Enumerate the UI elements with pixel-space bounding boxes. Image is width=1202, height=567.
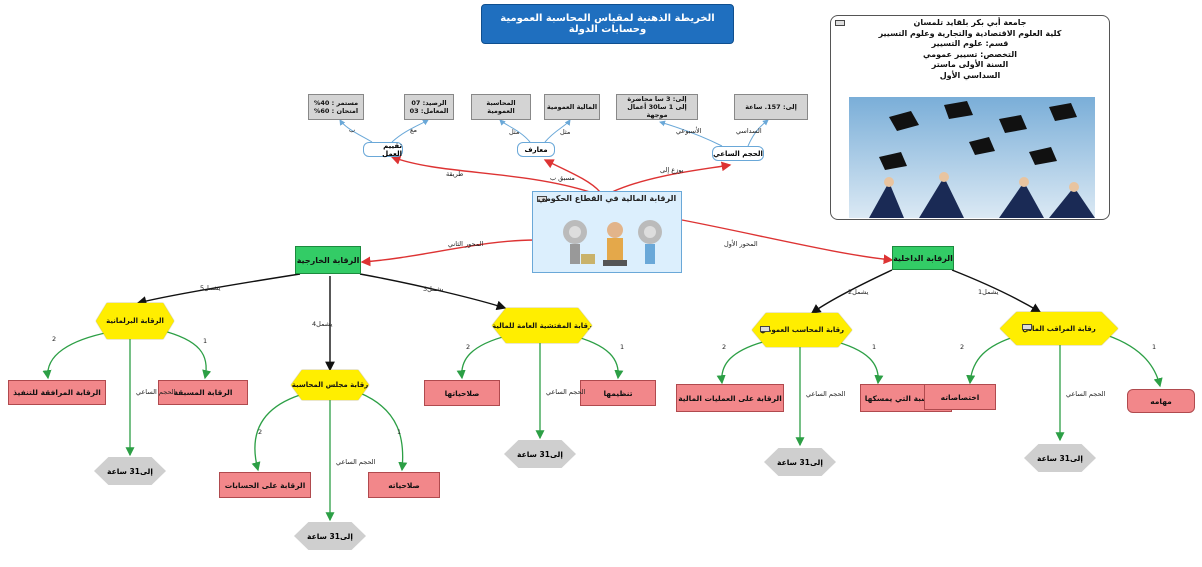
label-two: 2 — [466, 343, 471, 351]
label-two: 2 — [52, 335, 57, 343]
label-one: 1 — [203, 337, 208, 345]
weekly-tutorial: إلى 1 سا30 أعمال موجهة — [627, 103, 687, 119]
credits-box[interactable]: الرصيد: 07 المعامل: 03 — [404, 94, 454, 120]
cfo-tasks-node[interactable]: مهامه — [1127, 389, 1195, 413]
igf-organization-node[interactable]: تنظيمها — [580, 380, 656, 406]
parliamentary-node[interactable]: الرقابة البرلمانية — [96, 303, 174, 339]
label-such-as-a: مثل — [509, 128, 520, 136]
court-hours-node[interactable]: إلى31 ساعة — [294, 522, 366, 550]
note-icon — [537, 196, 547, 202]
graduation-caps-image — [849, 97, 1095, 218]
financial-controller-node[interactable]: رقابة المراقب المالي — [1000, 312, 1118, 345]
label-weekly: الأسبوعي — [676, 127, 702, 135]
weekly-lecture: إلى: 3 سا محاضرة — [627, 95, 687, 103]
parl-hours-node[interactable]: إلى31 ساعة — [94, 457, 166, 485]
note-icon — [835, 20, 845, 26]
label-one: 1 — [620, 343, 625, 351]
info-department: قسم: علوم التسيير — [931, 39, 1009, 48]
label-first-axis: المحور الأول — [724, 240, 758, 248]
label-hours: الحجم الساعي — [336, 458, 376, 466]
label-includes-4: يشمل4 — [312, 320, 333, 328]
label-semester: السداسي — [736, 127, 762, 135]
parl-concurrent-node[interactable]: الرقابة المرافقة للتنفيذ — [8, 380, 106, 405]
info-panel: جامعة أبي بكر بلقايد تلمسان كلية العلوم … — [830, 15, 1110, 220]
eval-exam: امتحان : 60% — [313, 107, 359, 115]
info-university: جامعة أبي بكر بلقايد تلمسان — [913, 18, 1027, 27]
info-specialty: التخصص: تسيير عمومي — [923, 49, 1017, 59]
note-icon — [760, 326, 770, 332]
label-method: طريقة — [446, 170, 464, 178]
label-with-b: مع — [410, 126, 417, 134]
label-one: 1 — [1152, 343, 1157, 351]
court-node-wrap[interactable]: رقابة مجلس المحاسبة — [291, 370, 369, 400]
parl-prior-node[interactable]: الرقابة المسبقة — [158, 380, 248, 405]
map-title: الخريطة الذهنية لمقياس المحاسبة العمومية… — [481, 4, 734, 44]
label-second-axis: المحور الثاني — [448, 240, 484, 248]
note-icon — [1022, 324, 1032, 330]
acct-hours-node[interactable]: إلى31 ساعة — [764, 448, 836, 476]
acct-operations-node[interactable]: الرقابة على العمليات المالية — [676, 384, 784, 412]
label-one: 1 — [397, 428, 402, 436]
label-hours: الحجم الساعي — [546, 388, 586, 396]
coefficient-value: المعامل: 03 — [409, 107, 449, 115]
label-prior: مسبق ب — [550, 174, 575, 182]
finance-inspectorate-node[interactable]: رقابة المفتشية العامة للمالية — [492, 308, 592, 343]
igf-hours-node[interactable]: إلى31 ساعة — [504, 440, 576, 468]
cfo-hours-node[interactable]: إلى31 ساعة — [1024, 444, 1096, 472]
label-includes-3: يشمل3 — [423, 285, 444, 293]
info-lines: جامعة أبي بكر بلقايد تلمسان كلية العلوم … — [837, 18, 1103, 81]
parliamentary-node-wrap[interactable]: الرقابة البرلمانية — [96, 303, 174, 339]
info-faculty: كلية العلوم الاقتصادية والتجارية وعلوم ا… — [878, 28, 1062, 38]
credits-value: الرصيد: 07 — [411, 99, 447, 107]
label-one: 1 — [872, 343, 877, 351]
eval-weights-box[interactable]: مستمر : 40% امتحان : 60% — [308, 94, 364, 120]
internal-control-node[interactable]: الرقابة الداخلية — [892, 246, 954, 270]
public-finance-box[interactable]: المالية العمومية — [544, 94, 600, 120]
label-includes-5: يشمل5 — [200, 284, 221, 292]
court-powers-node[interactable]: صلاحياته — [368, 472, 440, 498]
info-semester: السداسي الأول — [939, 70, 1001, 80]
label-includes-2: يشمل2 — [848, 288, 869, 296]
knowledge-node[interactable]: معارف — [517, 142, 555, 157]
label-two: 2 — [722, 343, 727, 351]
weekly-hours-box[interactable]: إلى: 3 سا محاضرة إلى 1 سا30 أعمال موجهة — [616, 94, 698, 120]
central-node[interactable]: الرقابة المالية في القطاع الحكومي — [532, 191, 682, 273]
central-title: الرقابة المالية في القطاع الحكومي — [537, 194, 677, 203]
hours-node[interactable]: الحجم الساعي — [712, 146, 764, 161]
court-accounts-node[interactable]: الرقابة على الحسابات — [219, 472, 311, 498]
cfo-node-wrap[interactable]: رقابة المراقب المالي — [1000, 312, 1118, 345]
central-image — [555, 210, 673, 270]
igf-powers-node[interactable]: صلاحياتها — [424, 380, 500, 406]
public-accounting-box[interactable]: المحاسبة العمومية — [471, 94, 531, 120]
label-two: 2 — [960, 343, 965, 351]
info-year: السنة الأولى ماستر — [931, 60, 1009, 69]
eval-continuous: مستمر : 40% — [313, 99, 359, 107]
external-control-node[interactable]: الرقابة الخارجية — [295, 246, 361, 274]
cfo-competence-node[interactable]: اختصاصاته — [924, 384, 996, 410]
semester-hours-box[interactable]: إلى: 157. ساعة — [734, 94, 808, 120]
label-distributed: يوزع إلى — [660, 166, 684, 174]
label-two: 2 — [258, 428, 263, 436]
label-hours: الحجم الساعي — [136, 388, 176, 396]
igf-node-wrap[interactable]: رقابة المفتشية العامة للمالية — [492, 308, 592, 343]
evaluation-node[interactable]: تقييم العمل — [363, 142, 403, 158]
label-with-a: ب — [349, 126, 356, 134]
court-of-audit-node[interactable]: رقابة مجلس المحاسبة — [291, 370, 369, 400]
label-such-as-b: مثل — [560, 128, 571, 136]
label-hours: الحجم الساعي — [806, 390, 846, 398]
label-includes-1: يشمل1 — [978, 288, 999, 296]
label-hours: الحجم الساعي — [1066, 390, 1106, 398]
